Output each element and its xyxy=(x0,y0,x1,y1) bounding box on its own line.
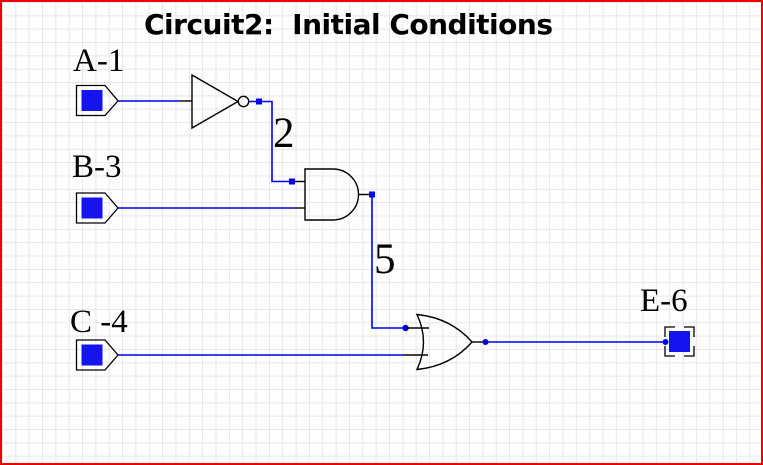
inverter-bubble xyxy=(237,95,250,108)
input-pin-b[interactable] xyxy=(75,192,119,224)
junction-dot xyxy=(289,178,295,185)
output-pin-e[interactable] xyxy=(664,326,695,357)
and-gate[interactable] xyxy=(304,168,369,221)
junction-dot xyxy=(402,324,409,332)
output-e-label[interactable]: E-6 xyxy=(640,283,688,319)
junction-dot xyxy=(256,98,262,105)
not-gate[interactable] xyxy=(191,73,250,130)
input-b-label[interactable]: B-3 xyxy=(72,149,122,185)
wire-net-2[interactable] xyxy=(249,98,305,185)
input-a-label[interactable]: A-1 xyxy=(73,43,125,79)
input-pin-a[interactable] xyxy=(75,84,119,117)
wire-or-to-e[interactable] xyxy=(482,339,669,345)
net-2-label[interactable]: 2 xyxy=(273,110,295,157)
schematic-title[interactable]: Circuit2: Initial Conditions xyxy=(144,8,553,41)
or-gate[interactable] xyxy=(415,313,483,371)
input-pin-c[interactable] xyxy=(75,339,119,371)
junction-dot xyxy=(662,339,669,345)
wire-net-5[interactable] xyxy=(369,191,429,332)
net-5-label[interactable]: 5 xyxy=(374,236,396,283)
input-c-label[interactable]: C -4 xyxy=(70,304,128,340)
